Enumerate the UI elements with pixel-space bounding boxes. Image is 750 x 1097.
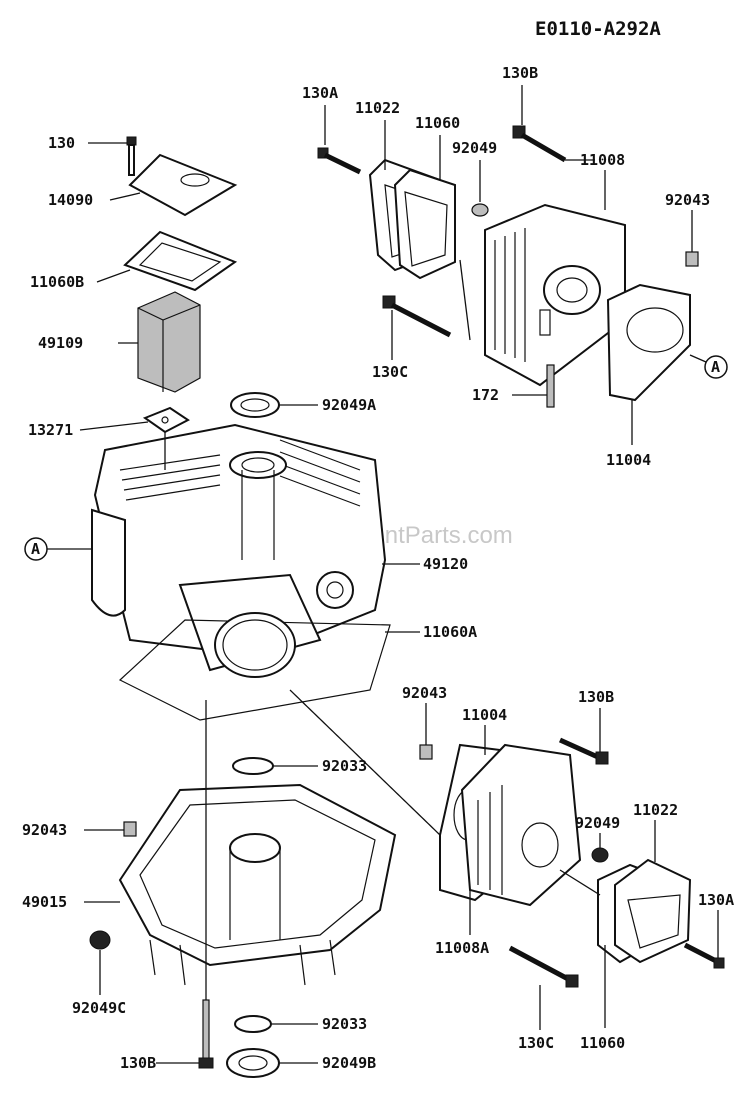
label-130a-top[interactable]: 130A bbox=[302, 84, 338, 102]
bolt-130[interactable] bbox=[126, 136, 137, 176]
nut-92049c[interactable] bbox=[89, 930, 111, 950]
bolt-130a-top[interactable] bbox=[317, 147, 362, 175]
crankcase-49120[interactable] bbox=[91, 423, 387, 672]
diagram-code: E0110-A292A bbox=[535, 18, 661, 40]
gasket-11060b[interactable] bbox=[123, 230, 238, 292]
label-11004-mid[interactable]: 11004 bbox=[462, 706, 507, 724]
rocker-cover-11022-mid[interactable] bbox=[614, 858, 692, 964]
label-11060-bottom[interactable]: 11060 bbox=[580, 1034, 625, 1052]
label-92043-left[interactable]: 92043 bbox=[22, 821, 67, 839]
bolt-130b-mid[interactable] bbox=[558, 737, 609, 765]
stud-172[interactable] bbox=[546, 364, 555, 408]
dowel-92043-left[interactable] bbox=[123, 821, 137, 837]
nut-92049-mid[interactable] bbox=[591, 847, 609, 863]
label-11060b[interactable]: 11060B bbox=[30, 273, 84, 291]
bolt-130a-mid[interactable] bbox=[683, 942, 725, 969]
gasket-11060a[interactable] bbox=[118, 612, 391, 721]
label-130b-top[interactable]: 130B bbox=[502, 64, 538, 82]
ref-marker-a-right: A bbox=[689, 354, 728, 379]
label-92043-top[interactable]: 92043 bbox=[665, 191, 710, 209]
dowel-92043-mid[interactable] bbox=[419, 744, 433, 760]
label-92049-top[interactable]: 92049 bbox=[452, 139, 497, 157]
label-92043-mid[interactable]: 92043 bbox=[402, 684, 447, 702]
label-130b-bottom[interactable]: 130B bbox=[120, 1054, 156, 1072]
dowel-92043-top[interactable] bbox=[685, 251, 699, 267]
label-130b-mid[interactable]: 130B bbox=[578, 688, 614, 706]
bolt-130c-top[interactable] bbox=[382, 295, 452, 338]
filter-element-49109[interactable] bbox=[137, 291, 201, 393]
oil-seal-92049a[interactable] bbox=[230, 392, 280, 418]
label-92049b[interactable]: 92049B bbox=[322, 1054, 376, 1072]
svg-text:A: A bbox=[31, 540, 40, 558]
bolt-130c-bottom[interactable] bbox=[508, 945, 579, 988]
leader-lines bbox=[79, 85, 719, 1064]
head-gasket-11004-top[interactable] bbox=[606, 283, 691, 402]
label-11022-top[interactable]: 11022 bbox=[355, 99, 400, 117]
o-ring-92033-bottom[interactable] bbox=[234, 1015, 272, 1033]
svg-text:A: A bbox=[711, 358, 720, 376]
label-130c-bottom[interactable]: 130C bbox=[518, 1034, 554, 1052]
part-labels: 130 14090 11060B 49109 13271 92049A 4912… bbox=[22, 64, 734, 1072]
label-130c-top[interactable]: 130C bbox=[372, 363, 408, 381]
label-130a-mid[interactable]: 130A bbox=[698, 891, 734, 909]
label-92033-bottom[interactable]: 92033 bbox=[322, 1015, 367, 1033]
label-49109[interactable]: 49109 bbox=[38, 334, 83, 352]
label-11022-mid[interactable]: 11022 bbox=[633, 801, 678, 819]
label-13271[interactable]: 13271 bbox=[28, 421, 73, 439]
gasket-11060-top[interactable] bbox=[393, 168, 456, 280]
cylinder-head-11008[interactable] bbox=[484, 203, 626, 387]
oil-pan-49015[interactable] bbox=[118, 783, 397, 986]
label-92049c[interactable]: 92049C bbox=[72, 999, 126, 1017]
label-11060-top[interactable]: 11060 bbox=[415, 114, 460, 132]
label-49015[interactable]: 49015 bbox=[22, 893, 67, 911]
nut-92049-top[interactable] bbox=[471, 203, 489, 217]
bolt-130b-top[interactable] bbox=[512, 125, 567, 163]
label-11008[interactable]: 11008 bbox=[580, 151, 625, 169]
cover-14090[interactable] bbox=[128, 153, 238, 217]
label-92033-top[interactable]: 92033 bbox=[322, 757, 367, 775]
label-14090[interactable]: 14090 bbox=[48, 191, 93, 209]
label-11008a[interactable]: 11008A bbox=[435, 939, 489, 957]
label-92049a[interactable]: 92049A bbox=[322, 396, 376, 414]
label-172[interactable]: 172 bbox=[472, 386, 499, 404]
bolt-130b-bottom[interactable] bbox=[198, 999, 214, 1069]
plate-13271[interactable] bbox=[142, 406, 190, 434]
label-130[interactable]: 130 bbox=[48, 134, 75, 152]
label-92049-mid[interactable]: 92049 bbox=[575, 814, 620, 832]
label-49120[interactable]: 49120 bbox=[423, 555, 468, 573]
o-ring-92033-top[interactable] bbox=[232, 757, 274, 775]
label-11060a[interactable]: 11060A bbox=[423, 623, 477, 641]
ref-marker-a-left: A bbox=[24, 537, 92, 561]
oil-seal-92049b[interactable] bbox=[226, 1048, 280, 1078]
label-11004-top[interactable]: 11004 bbox=[606, 451, 651, 469]
